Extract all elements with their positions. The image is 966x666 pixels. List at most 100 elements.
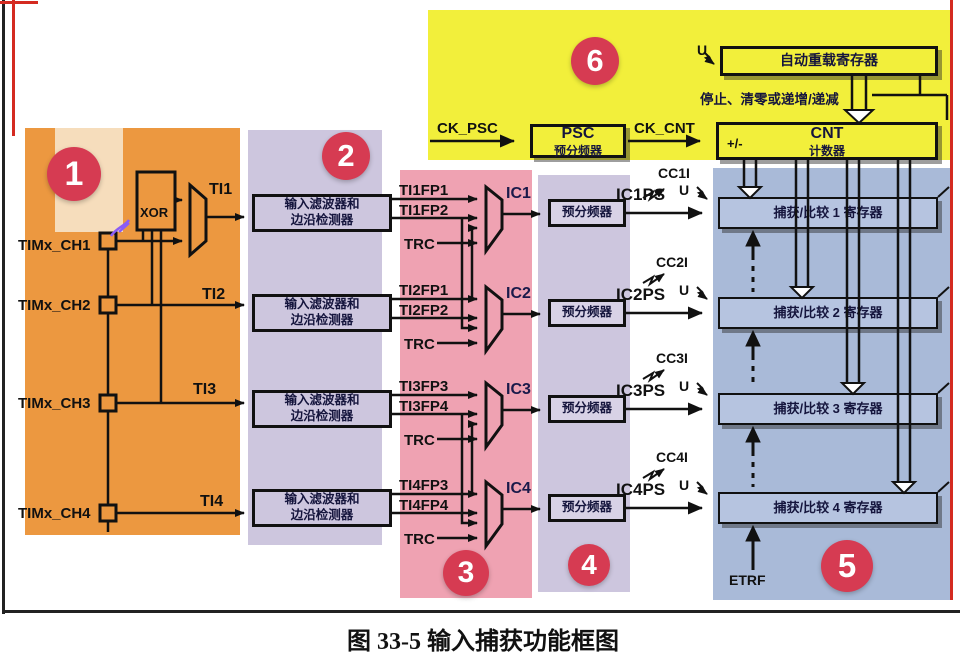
prescaler-text: 预分频器 bbox=[561, 401, 612, 416]
figure-bottom-border bbox=[2, 610, 960, 613]
xor-label: XOR bbox=[140, 205, 169, 220]
clock-wires bbox=[430, 76, 949, 148]
step-badge-4: 4 bbox=[568, 544, 610, 586]
etrf-arrowhead bbox=[745, 524, 761, 542]
cnt-title: CNT bbox=[810, 124, 844, 142]
capture-compare-register-3: 捕获/比较 3 寄存器 bbox=[718, 393, 938, 425]
cc2i-label: CC2I bbox=[656, 254, 688, 270]
step-badge-3: 3 bbox=[443, 550, 489, 596]
update-u-label-reg1: U bbox=[679, 182, 690, 198]
input-filter-box-4: 输入滤波器和 边沿检测器 bbox=[252, 489, 392, 527]
step-badge-6: 6 bbox=[571, 37, 619, 85]
filter-text-line1: 输入滤波器和 bbox=[284, 197, 360, 212]
auto-reload-register-label: 自动重载寄存器 bbox=[780, 52, 878, 69]
ti2fp1-label: TI2FP1 bbox=[399, 282, 449, 299]
zone-ic-mux bbox=[400, 170, 532, 598]
prescaler-text: 预分频器 bbox=[561, 500, 612, 515]
ti4-label: TI4 bbox=[200, 493, 224, 510]
register-right-stubs bbox=[937, 186, 950, 493]
update-note-label: 停止、清零或递增/递减 bbox=[700, 92, 839, 107]
register-2-label: 捕获/比较 2 寄存器 bbox=[773, 304, 883, 320]
ic1ps-label: IC1PS bbox=[616, 185, 666, 204]
cnt-sign-label: +/- bbox=[727, 136, 743, 151]
arr-to-cnt-connector bbox=[842, 76, 876, 125]
ti1-select-mux bbox=[188, 181, 208, 259]
cc1i-label: CC1I bbox=[658, 165, 690, 181]
cnt-subtitle: 计数器 bbox=[808, 143, 845, 158]
ic4-label: IC4 bbox=[506, 480, 531, 497]
ti3-label: TI3 bbox=[193, 381, 217, 398]
ic4-mux bbox=[484, 478, 504, 551]
ic-prescaler-box-3: 预分频器 bbox=[548, 395, 626, 423]
ck-psc-label: CK_PSC bbox=[437, 120, 498, 137]
auto-reload-register-box: 自动重载寄存器 bbox=[720, 46, 938, 76]
step-badge-2: 2 bbox=[322, 132, 370, 180]
channel-4-label: TIMx_CH4 bbox=[18, 505, 91, 522]
channel-3-label: TIMx_CH3 bbox=[18, 395, 91, 412]
capture-compare-register-4: 捕获/比较 4 寄存器 bbox=[718, 492, 938, 524]
update-event-wires bbox=[696, 51, 715, 495]
ti1fp1-label: TI1FP1 bbox=[399, 182, 449, 199]
update-u-label-reg4: U bbox=[679, 477, 690, 493]
red-annotation-right bbox=[950, 0, 953, 600]
update-u-label-reg3: U bbox=[679, 378, 690, 394]
filter-text-line1: 输入滤波器和 bbox=[284, 492, 360, 507]
ic-muxes bbox=[484, 183, 504, 551]
capture-compare-register-1: 捕获/比较 1 寄存器 bbox=[718, 197, 938, 229]
filter-text-line2: 边沿检测器 bbox=[290, 508, 354, 522]
ic1-mux bbox=[484, 183, 504, 256]
trc-label-4: TRC bbox=[404, 531, 435, 548]
ic-prescaler-box-2: 预分频器 bbox=[548, 299, 626, 327]
register-1-label: 捕获/比较 1 寄存器 bbox=[773, 204, 883, 220]
cc3i-label: CC3I bbox=[656, 350, 688, 366]
psc-title: PSC bbox=[561, 124, 595, 142]
ck-cnt-label: CK_CNT bbox=[634, 120, 695, 137]
ic-prescaler-box-4: 预分频器 bbox=[548, 494, 626, 522]
update-u-label-arr: U bbox=[697, 42, 708, 58]
ic2-label: IC2 bbox=[506, 285, 531, 302]
register-feedback-arrows bbox=[745, 229, 761, 570]
ic1-label: IC1 bbox=[506, 185, 531, 202]
trc-label-2: TRC bbox=[404, 336, 435, 353]
input-filter-box-3: 输入滤波器和 边沿检测器 bbox=[252, 390, 392, 428]
ic-prescaler-box-1: 预分频器 bbox=[548, 199, 626, 227]
ti1-label: TI1 bbox=[209, 181, 233, 198]
red-annotation-left bbox=[12, 0, 15, 136]
ti3fp3-label: TI3FP3 bbox=[399, 378, 449, 395]
channel-pads bbox=[98, 170, 208, 523]
figure-caption: 图 33-5 输入捕获功能框图 bbox=[347, 629, 619, 655]
xor-gate-box bbox=[135, 170, 177, 232]
register-4-label: 捕获/比较 4 寄存器 bbox=[773, 499, 883, 515]
channel-2-label: TIMx_CH2 bbox=[18, 297, 91, 314]
etrf-label: ETRF bbox=[729, 572, 766, 588]
fp-signal-wires bbox=[392, 195, 478, 542]
prescaler-text: 预分频器 bbox=[561, 205, 612, 220]
cnt-counter-box: +/- CNT 计数器 bbox=[716, 122, 938, 160]
ti1fp2-label: TI1FP2 bbox=[399, 202, 449, 219]
ti4fp4-label: TI4FP4 bbox=[399, 497, 449, 514]
ic3ps-label: IC3PS bbox=[616, 381, 666, 400]
psc-subtitle: 预分频器 bbox=[553, 143, 602, 158]
ti3fp4-label: TI3FP4 bbox=[399, 398, 449, 415]
channel-bus-wires bbox=[106, 196, 245, 532]
cnt-to-register-connectors bbox=[736, 160, 918, 495]
step-badge-5: 5 bbox=[821, 540, 873, 592]
filter-text-line2: 边沿检测器 bbox=[290, 409, 354, 423]
input-filter-box-1: 输入滤波器和 边沿检测器 bbox=[252, 194, 392, 232]
psc-prescaler-box: PSC 预分频器 bbox=[530, 124, 626, 158]
ti2-label: TI2 bbox=[202, 286, 226, 303]
register-3-label: 捕获/比较 3 寄存器 bbox=[773, 400, 883, 416]
filter-text-line2: 边沿检测器 bbox=[290, 313, 354, 327]
cc4i-label: CC4I bbox=[656, 449, 688, 465]
figure-left-border bbox=[2, 0, 5, 614]
update-u-label-reg2: U bbox=[679, 282, 690, 298]
filter-text-line1: 输入滤波器和 bbox=[284, 393, 360, 408]
input-filter-box-2: 输入滤波器和 边沿检测器 bbox=[252, 294, 392, 332]
ic4ps-label: IC4PS bbox=[616, 480, 666, 499]
pen-scribble bbox=[109, 219, 131, 237]
ic-output-wires bbox=[502, 206, 703, 515]
trc-label-3: TRC bbox=[404, 432, 435, 449]
zone-prescalers bbox=[538, 175, 630, 592]
cc-interrupt-wires bbox=[642, 188, 665, 482]
